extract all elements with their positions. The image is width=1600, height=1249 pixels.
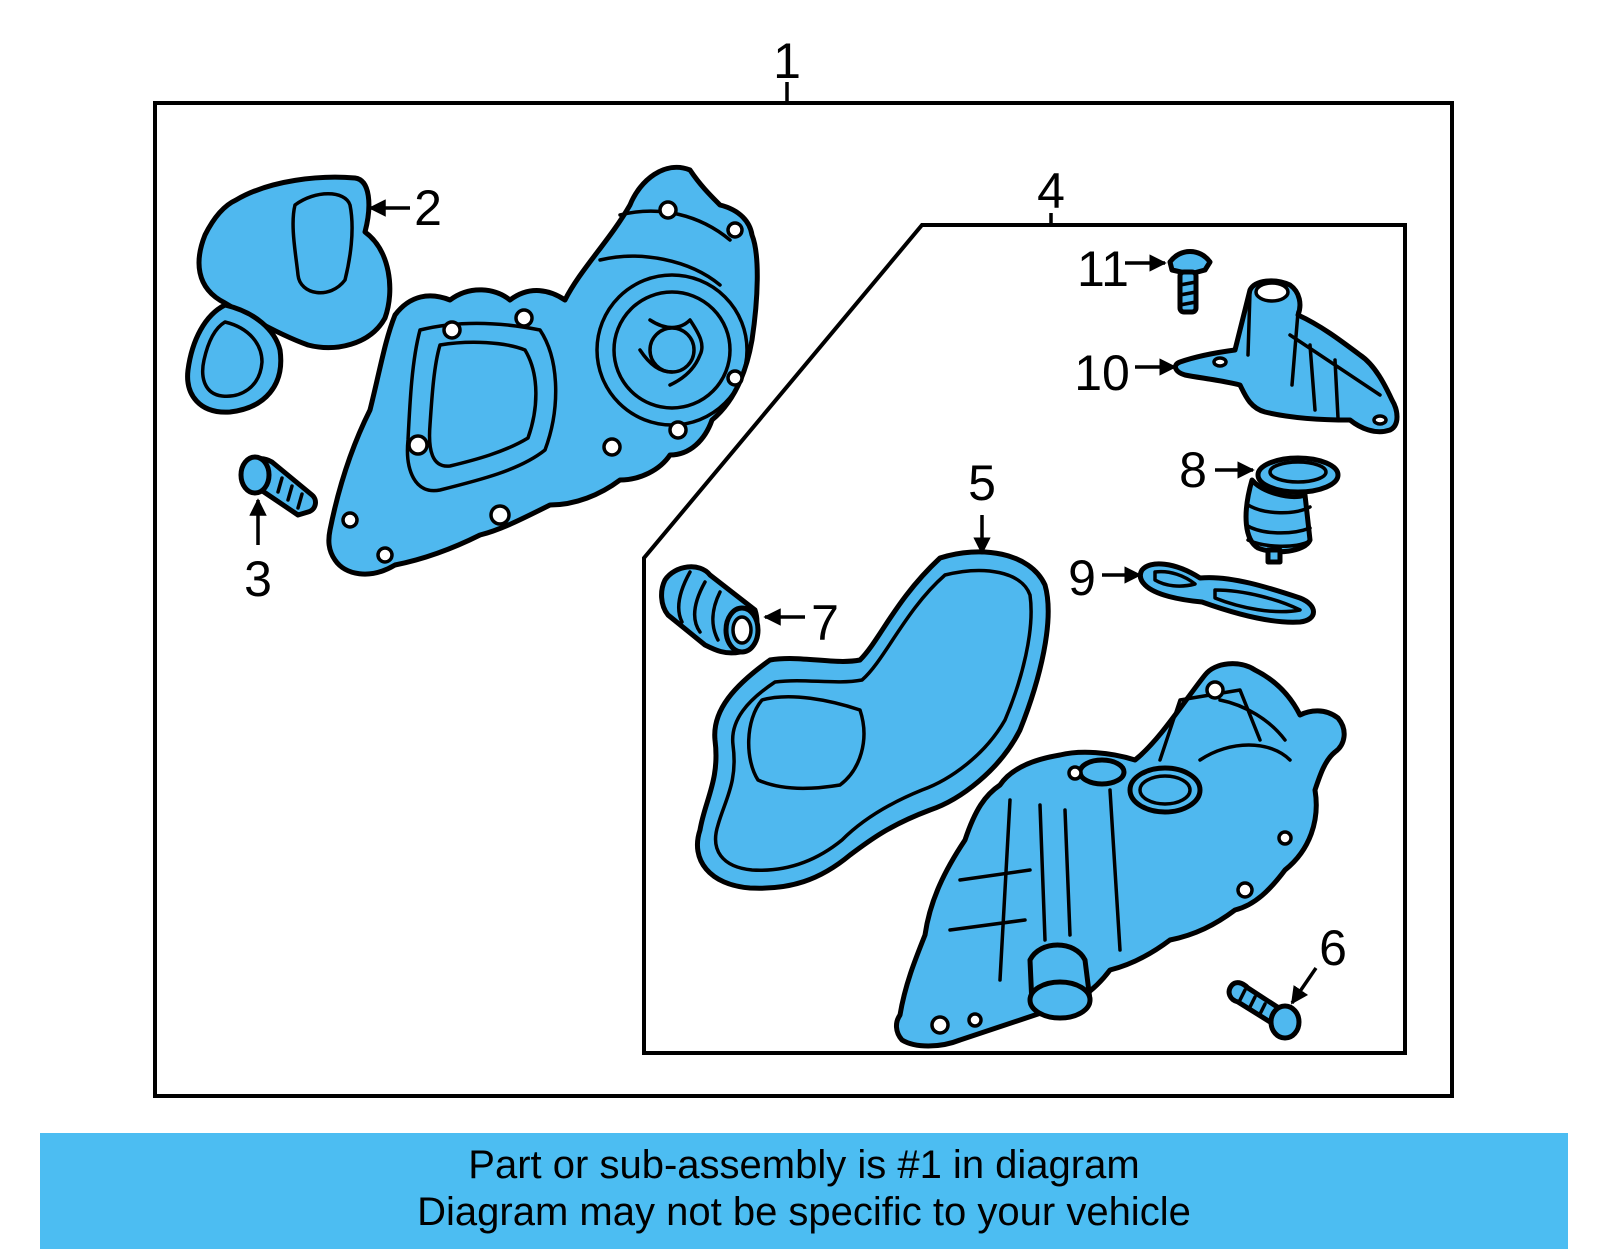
callout-9: 9 bbox=[1068, 550, 1096, 606]
callout-3: 3 bbox=[244, 551, 272, 607]
bolt-part-11 bbox=[1167, 249, 1213, 315]
thermostat-cover-part-10 bbox=[1172, 278, 1400, 435]
assembly-frame bbox=[153, 101, 1454, 1098]
thermostat-part-8 bbox=[1243, 455, 1341, 565]
thermostat-housing bbox=[894, 661, 1347, 1049]
callout-6: 6 bbox=[1319, 920, 1347, 976]
gasket-part-5 bbox=[694, 549, 1051, 891]
callout-11: 11 bbox=[1077, 241, 1129, 297]
gasket-part-2 bbox=[185, 174, 393, 415]
gasket-part-9 bbox=[1137, 561, 1316, 625]
callout-1: 1 bbox=[773, 33, 801, 89]
callout-4: 4 bbox=[1037, 163, 1065, 219]
bolt-part-6 bbox=[1226, 980, 1302, 1041]
callout-2: 2 bbox=[414, 180, 442, 236]
plug-part-7 bbox=[659, 564, 761, 656]
callout-6-leader bbox=[1290, 967, 1318, 1005]
info-banner: Part or sub-assembly is #1 in diagram Di… bbox=[40, 1133, 1568, 1249]
callout-5: 5 bbox=[968, 455, 996, 511]
callout-10: 10 bbox=[1074, 345, 1130, 401]
water-pump-housing bbox=[326, 164, 760, 577]
parts-diagram: 1 4 2 3 bbox=[153, 33, 1454, 1098]
subassembly-frame bbox=[642, 223, 1407, 1055]
callout-8: 8 bbox=[1179, 442, 1207, 498]
bolt-part-3 bbox=[238, 454, 318, 518]
banner-line-2: Diagram may not be specific to your vehi… bbox=[417, 1190, 1191, 1234]
callout-7: 7 bbox=[811, 595, 839, 651]
banner-line-1: Part or sub-assembly is #1 in diagram bbox=[468, 1143, 1140, 1187]
